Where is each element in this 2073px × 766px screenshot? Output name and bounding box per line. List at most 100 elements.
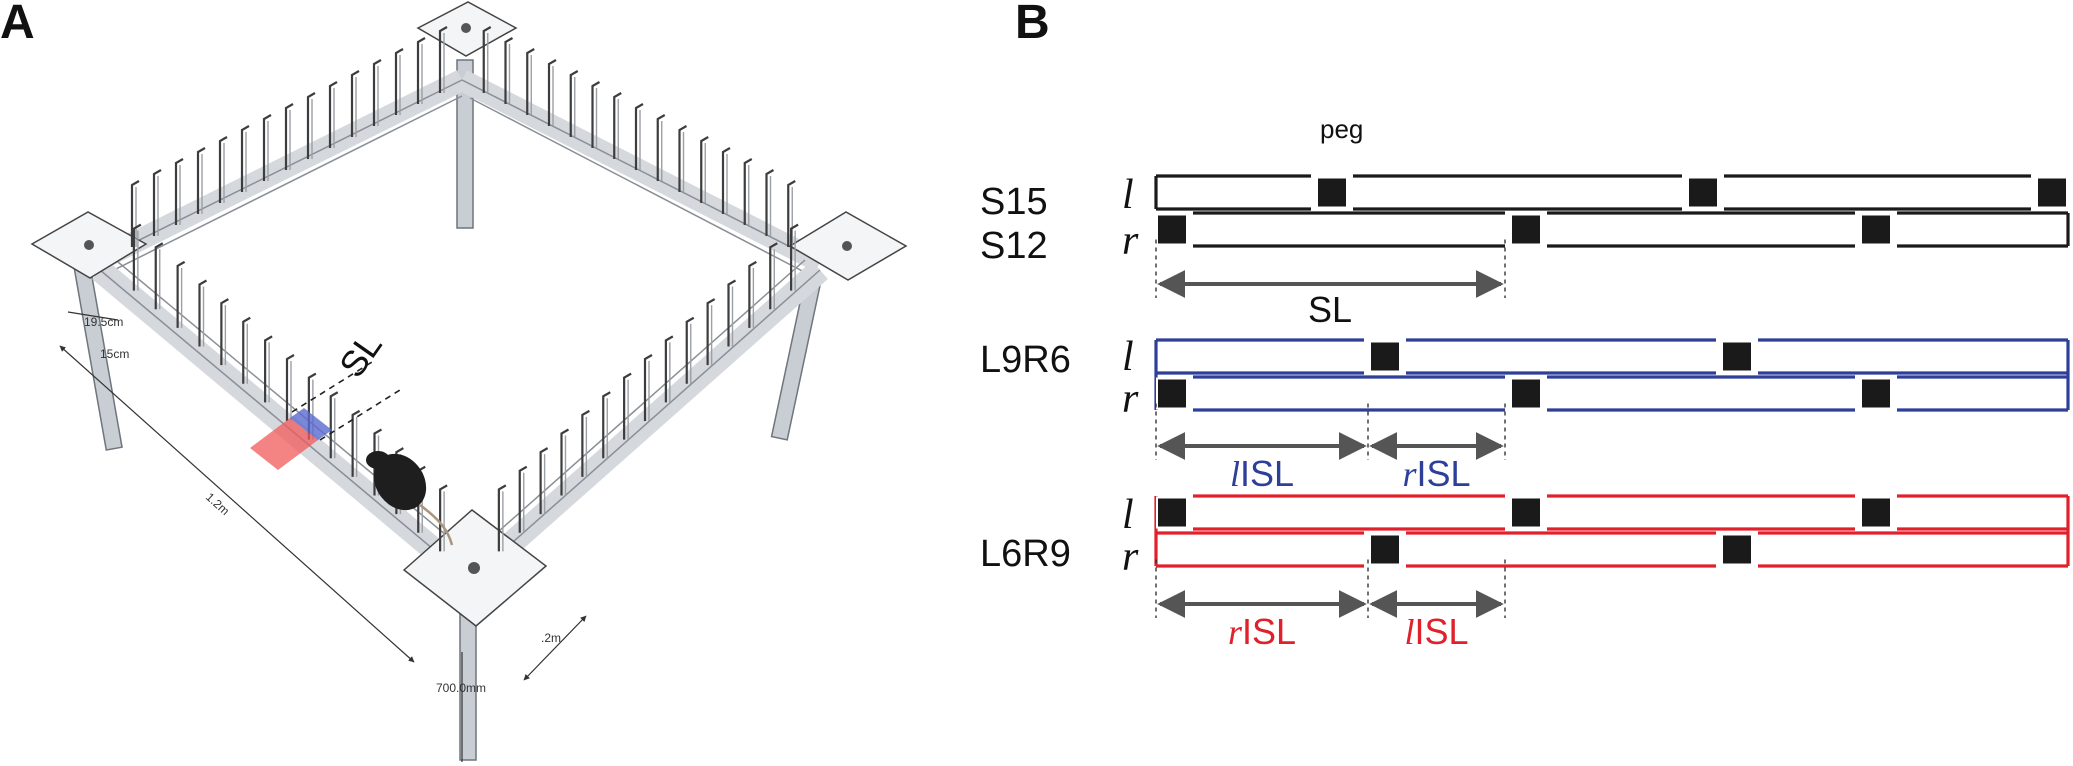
peg: [685, 316, 695, 384]
row-label: S12: [980, 225, 1048, 267]
peg: [394, 48, 404, 115]
peg-marker-left: [1687, 176, 1719, 209]
side-label-l: l: [1122, 492, 1134, 538]
peg: [130, 180, 140, 247]
peg: [198, 279, 208, 347]
peg: [504, 37, 514, 104]
peg: [569, 70, 579, 137]
peg: [748, 260, 757, 328]
leg-back: [456, 59, 474, 229]
peg: [262, 114, 272, 181]
peg: [328, 81, 338, 148]
dim-label-gap: .2m: [541, 631, 561, 645]
panel-a: A: [0, 0, 908, 762]
dim-label-height-small: 19.5cm: [84, 315, 123, 329]
peg-marker-left: [2036, 176, 2068, 209]
peg-marker-right: [1156, 213, 1188, 246]
peg: [643, 354, 653, 421]
peg: [664, 335, 674, 403]
dim-label-width-small: 15cm: [100, 347, 129, 361]
peg: [176, 260, 186, 328]
peg-marker-left: [1369, 340, 1401, 373]
peg: [482, 26, 492, 93]
peg-marker-right: [1369, 533, 1401, 566]
peg: [560, 428, 570, 496]
peg: [547, 59, 557, 126]
runway-legs: [73, 59, 822, 761]
peg: [152, 169, 162, 236]
peg: [416, 37, 426, 104]
peg: [372, 59, 382, 126]
walkway-group-l9r6: L9R6 lr lISL rISL: [980, 334, 2070, 494]
peg: [526, 48, 535, 115]
peg: [581, 409, 590, 477]
peg: [706, 298, 716, 366]
peg-marker-right: [1860, 377, 1892, 410]
peg: [678, 125, 688, 192]
platform-hole-icons: [84, 23, 852, 574]
peg: [591, 81, 601, 148]
sl-label-a: SL: [331, 325, 390, 385]
peg: [769, 242, 778, 310]
peg: [439, 484, 448, 552]
side-label-r: r: [1122, 534, 1139, 580]
peg: [721, 147, 731, 214]
row-label: L9R6: [980, 339, 1071, 381]
peg-marker-right: [1860, 213, 1892, 246]
peg: [174, 158, 184, 225]
isl-label-first: lISL: [1230, 453, 1294, 494]
dim-small-w: [67, 311, 119, 321]
peg-marker-left: [1860, 496, 1892, 529]
peg-marker-left: [1156, 496, 1188, 529]
side-label-l: l: [1122, 334, 1134, 380]
peg-marker-right: [1510, 213, 1542, 246]
peg: [623, 372, 632, 440]
peg: [220, 298, 229, 366]
peg: [539, 447, 549, 515]
isl-label-second: rISL: [1402, 453, 1470, 494]
peg-marker-right: [1721, 533, 1753, 566]
stride-label: SL: [1308, 289, 1352, 330]
peg: [656, 114, 666, 181]
peg-marker-right: [1510, 377, 1542, 410]
peg-marker-left: [1316, 176, 1348, 209]
side-label-r: r: [1122, 218, 1139, 264]
peg: [700, 136, 709, 203]
dim-label-leg: 700.0mm: [436, 681, 486, 695]
peg: [787, 180, 796, 247]
isl-label-first: rISL: [1228, 611, 1296, 652]
peg-marker-right: [1156, 377, 1188, 410]
peg: [306, 92, 316, 159]
peg: [438, 26, 448, 93]
row-label: S15: [980, 181, 1048, 223]
dim-length: [59, 345, 415, 663]
peg: [196, 147, 206, 214]
peg: [743, 158, 753, 225]
dim-gap: [523, 615, 587, 681]
side-label-l: l: [1122, 172, 1134, 218]
side-label-r: r: [1122, 376, 1139, 422]
row-label: L6R9: [980, 533, 1071, 575]
dim-label-length: 1.2m: [203, 490, 232, 518]
panel-b-letter: B: [1015, 0, 1050, 49]
peg: [350, 70, 360, 137]
peg: [240, 125, 250, 192]
peg: [727, 279, 737, 347]
peg-marker-left: [1510, 496, 1542, 529]
peg: [613, 92, 622, 159]
peg-label: peg: [1320, 114, 1363, 144]
peg: [132, 223, 142, 291]
peg: [602, 391, 611, 459]
peg: [518, 465, 528, 533]
peg: [218, 136, 228, 203]
peg: [790, 223, 799, 291]
sl-guide-2: [319, 389, 401, 441]
peg: [765, 169, 775, 236]
peg: [284, 103, 294, 170]
peg-marker-left: [1721, 340, 1753, 373]
